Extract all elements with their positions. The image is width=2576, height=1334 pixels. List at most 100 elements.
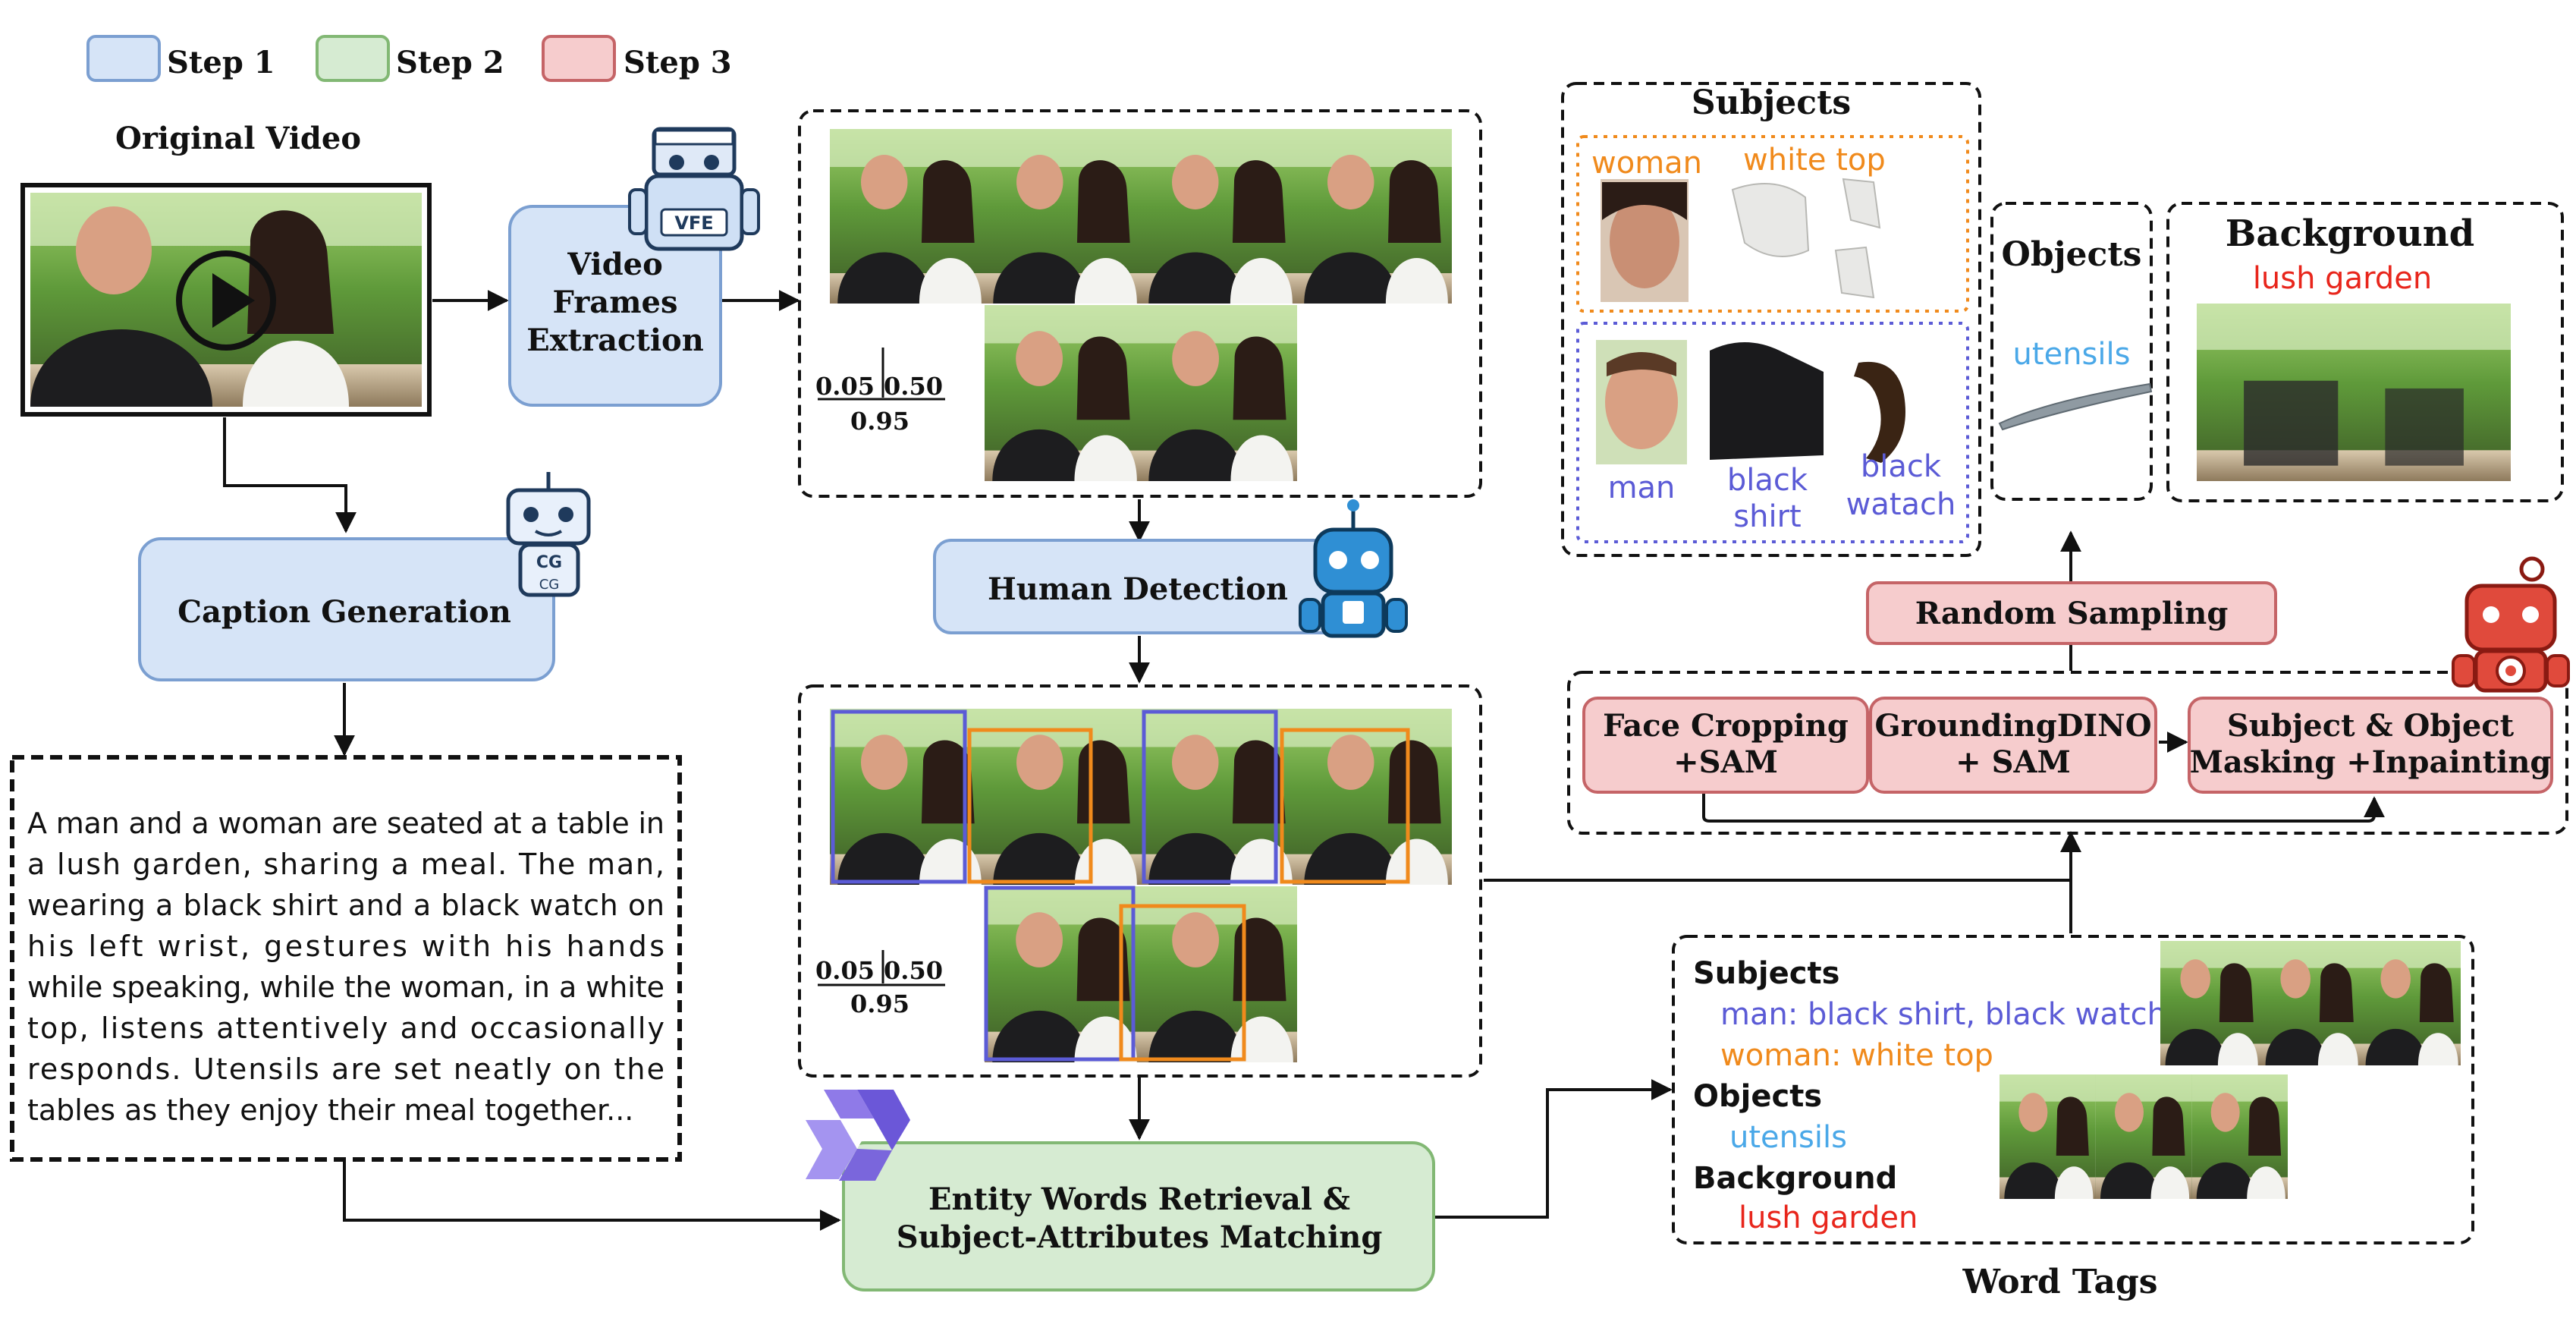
legend-label-step2: Step 2 — [396, 45, 504, 80]
play-icon — [176, 250, 276, 351]
objects-output-box — [1990, 202, 2153, 501]
tags-objects-value: utensils — [1729, 1120, 1847, 1155]
sampling-fraction-top: 0.05 0.50 0.95 — [815, 348, 945, 436]
black-watch-label1: black — [1861, 449, 1942, 484]
white-top-label: white top — [1743, 143, 1886, 178]
black-shirt-label2: shirt — [1733, 499, 1801, 534]
caption-line-3: wearing a black shirt and a black watch … — [27, 889, 664, 922]
legend-label-step1: Step 1 — [167, 45, 275, 80]
caption-line-4: his left wrist, gestures with his hands — [27, 930, 664, 963]
frac-top-b: 0.50 — [884, 372, 943, 401]
black-shirt-segment — [1710, 342, 1824, 460]
tags-subjects-label: Subjects — [1693, 956, 1839, 991]
legend-swatch-step2 — [316, 35, 390, 82]
word-tags-box — [1672, 935, 2474, 1244]
caption-generation-box — [138, 537, 555, 681]
masking-inpainting-box — [2188, 697, 2553, 794]
white-top-segment — [1731, 178, 1881, 299]
man-bbox — [984, 886, 1136, 1062]
legend-swatch-step1 — [86, 35, 161, 82]
man-label: man — [1608, 470, 1676, 505]
frac-bottom-b: 0.50 — [884, 956, 943, 985]
caption-line-7: responds. Utensils are set neatly on the — [27, 1052, 664, 1086]
subjects-output-box — [1561, 82, 1981, 557]
tags-objects-label: Objects — [1693, 1079, 1822, 1114]
face-cropping-line2: +SAM — [1673, 744, 1778, 780]
masking-line1: Subject & Object — [2227, 708, 2515, 744]
caption-line-2: a lush garden, sharing a meal. The man, — [27, 848, 664, 881]
lush-garden-label: lush garden — [2253, 261, 2432, 296]
woman-bbox — [1280, 728, 1410, 884]
caption-robot-icon: CG CG — [506, 472, 591, 597]
background-inpainted-image — [2197, 304, 2511, 481]
man-bbox — [831, 709, 967, 884]
subjects-output-title: Subjects — [1692, 83, 1851, 122]
tags-woman-line: woman: white top — [1720, 1038, 1993, 1073]
tags-background-label: Background — [1693, 1161, 1897, 1196]
step3-container — [1567, 671, 2568, 835]
caption-line-1: A man and a woman are seated at a table … — [27, 807, 664, 840]
tags-background-value: lush garden — [1739, 1200, 1918, 1235]
vfe-line1: Video — [567, 247, 663, 282]
man-face-crop — [1596, 340, 1687, 464]
frac-bottom-c: 0.95 — [850, 989, 909, 1018]
groundingdino-box — [1869, 697, 2157, 794]
black-shirt-label1: black — [1727, 463, 1808, 498]
masking-line2: Masking +Inpainting — [2190, 744, 2552, 780]
face-cropping-box — [1582, 697, 1869, 794]
caption-line-6: top, listens attentively and occasionall… — [27, 1012, 664, 1045]
cg-badge-bottom: CG — [539, 577, 560, 593]
vfe-line3: Extraction — [526, 322, 704, 358]
human-detection-label: Human Detection — [988, 571, 1288, 607]
utensils-segment — [1998, 382, 2153, 431]
caption-generation-label: Caption Generation — [177, 594, 511, 630]
vfe-line2: Frames — [553, 285, 678, 320]
background-output-box — [2166, 202, 2564, 502]
entity-retrieval-box — [842, 1141, 1435, 1292]
frac-top-a: 0.05 — [815, 372, 875, 401]
frame-strip-detected — [830, 709, 1452, 1062]
woman-group — [1576, 135, 1969, 313]
caption-line-8: tables as they enjoy their meal together… — [27, 1093, 633, 1127]
original-video-title: Original Video — [115, 121, 361, 156]
original-video-thumbnail — [20, 183, 432, 417]
entity-retrieval-line1: Entity Words Retrieval & — [928, 1181, 1350, 1217]
woman-bbox — [1119, 904, 1246, 1062]
tags-man-line: man: black shirt, black watch — [1720, 997, 2166, 1032]
groundingdino-line2: + SAM — [1956, 744, 2071, 780]
legend: Step 1 Step 2 Step 3 — [86, 35, 732, 82]
entity-retrieval-line2: Subject-Attributes Matching — [897, 1219, 1383, 1255]
face-cropping-line1: Face Cropping — [1603, 708, 1849, 744]
black-watch-segment — [1854, 361, 1905, 463]
random-sampling-box — [1866, 581, 2277, 645]
word-tags-thumbnails — [2000, 941, 2461, 1199]
man-bbox — [1142, 709, 1278, 884]
detection-robot-icon — [1299, 499, 1408, 638]
vfe-badge-text: VFE — [674, 212, 713, 234]
woman-bbox — [967, 728, 1093, 884]
frac-top-c: 0.95 — [850, 407, 909, 436]
word-tags-title: Word Tags — [1962, 1263, 2157, 1301]
caption-text-box — [10, 755, 682, 1162]
vfe-robot-icon: VFE — [628, 127, 760, 251]
man-group — [1576, 322, 1969, 543]
woman-face-crop — [1601, 179, 1689, 302]
qwen-logo-icon — [806, 1090, 910, 1181]
gear-robot-icon — [2452, 556, 2570, 693]
caption-line-5: while speaking, while the woman, in a wh… — [27, 971, 664, 1004]
utensils-label: utensils — [2013, 337, 2131, 372]
groundingdino-line1: GroundingDINO — [1874, 708, 2151, 744]
objects-output-title: Objects — [2002, 235, 2142, 274]
frac-bottom-a: 0.05 — [815, 956, 875, 985]
cg-badge-top: CG — [536, 553, 562, 572]
caption-text: A man and a woman are seated at a table … — [27, 807, 664, 1127]
sampling-fraction-bottom: 0.05 0.50 0.95 — [815, 950, 945, 1018]
video-frames-extraction-box: Video Frames Extraction — [508, 205, 722, 407]
woman-label: woman — [1591, 146, 1702, 181]
background-output-title: Background — [2226, 212, 2474, 255]
word-tags-content: Subjects man: black shirt, black watch w… — [1693, 956, 2166, 1235]
legend-swatch-step3 — [542, 35, 616, 82]
random-sampling-label: Random Sampling — [1915, 596, 2229, 631]
